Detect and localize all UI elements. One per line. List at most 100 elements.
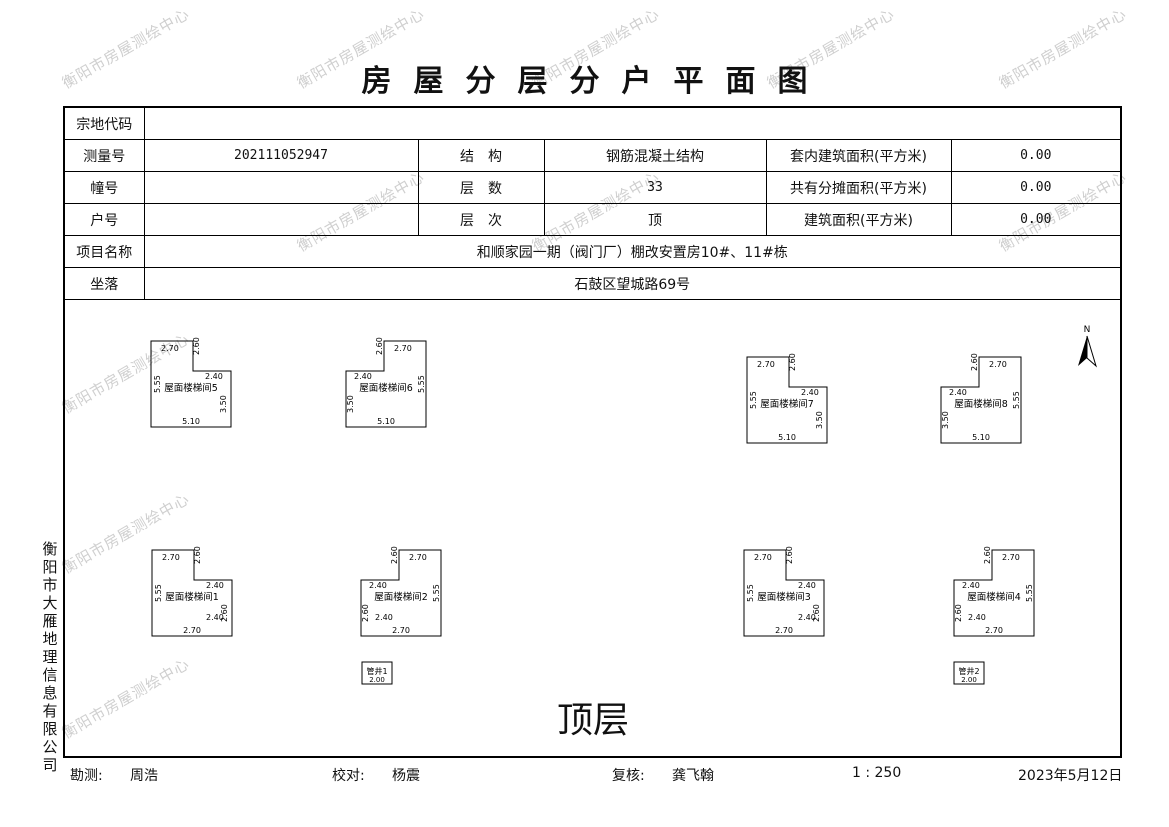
dimension-label: 2.40 xyxy=(798,613,816,622)
footer: 勘测: 周浩 校对: 杨震 复核: 龚飞翰 1 : 250 2023年5月12日 xyxy=(0,765,1169,785)
dimension-label: 2.60 xyxy=(983,546,992,564)
dimension-label: 2.40 xyxy=(949,388,967,397)
page-title: 房屋分层分户平面图 xyxy=(361,64,830,99)
table-row: 户号 层 次 顶 建筑面积(平方米) 0.00 xyxy=(65,203,1121,236)
pipe-well-label: 管井2 xyxy=(958,666,979,676)
dimension-label: 2.40 xyxy=(369,581,387,590)
dimension-label: 2.60 xyxy=(390,546,399,564)
floor-plan-area: 屋面楼梯间5 2.70 2.60 2.40 5.55 3.50 5.10 屋面楼梯间6 2.70… xyxy=(65,298,1120,756)
dimension-label: 2.60 xyxy=(954,604,963,622)
checker-name: 杨震 xyxy=(392,768,420,784)
dimension-label: 2.70 xyxy=(183,626,201,635)
dimension-label: 3.50 xyxy=(815,411,824,429)
dimension-label: 2.40 xyxy=(205,372,223,381)
drawing-frame: 宗地代码 测量号 202111052947 结 构 钢筋混凝土结构 套内建筑面积… xyxy=(63,106,1122,758)
dimension-label: 2.60 xyxy=(192,337,201,355)
dimension-label: 5.55 xyxy=(1025,584,1034,602)
survey-no-value: 202111052947 xyxy=(143,139,419,172)
table-row: 宗地代码 xyxy=(65,108,1121,140)
dimension-label: 2.40 xyxy=(968,613,986,622)
stair-room-label: 屋面楼梯间3 xyxy=(757,591,811,603)
north-arrow-icon xyxy=(1086,335,1097,368)
dimension-label: 2.40 xyxy=(962,581,980,590)
stair-room-outline xyxy=(746,356,828,444)
shared-area-value: 0.00 xyxy=(950,171,1121,204)
dimension-label: 2.40 xyxy=(375,613,393,622)
structure-value: 钢筋混凝土结构 xyxy=(543,139,767,172)
stair-room-label: 屋面楼梯间1 xyxy=(165,591,219,603)
date: 2023年5月12日 xyxy=(1018,768,1123,784)
dimension-label: 2.40 xyxy=(206,613,224,622)
build-area-label: 建筑面积(平方米) xyxy=(765,203,952,236)
dimension-label: 2.40 xyxy=(206,581,224,590)
stair-room-label: 屋面楼梯间7 xyxy=(760,398,814,410)
inner-area-label: 套内建筑面积(平方米) xyxy=(765,139,952,172)
unit-no-label: 户号 xyxy=(65,203,145,236)
dimension-label: 2.60 xyxy=(788,353,797,371)
project-value: 和顺家园一期（阀门厂）棚改安置房10#、11#栋 xyxy=(143,235,1121,268)
dimension-label: 2.70 xyxy=(162,553,180,562)
stair-room-outline xyxy=(743,549,825,637)
dimension-label: 5.55 xyxy=(749,391,758,409)
dimension-label: 2.70 xyxy=(409,553,427,562)
dimension-label: 5.55 xyxy=(1012,391,1021,409)
dimension-label: 5.55 xyxy=(746,584,755,602)
dimension-label: 2.40 xyxy=(354,372,372,381)
surveyor-name: 周浩 xyxy=(130,768,158,784)
table-row: 幢号 层 数 33 共有分摊面积(平方米) 0.00 xyxy=(65,171,1121,204)
location-label: 坐落 xyxy=(65,267,145,300)
scale: 1 : 250 xyxy=(852,765,902,781)
stair-room-outline xyxy=(953,549,1035,637)
dimension-label: 2.70 xyxy=(161,344,179,353)
stair-room-outline xyxy=(150,340,232,428)
stair-room-label: 屋面楼梯间6 xyxy=(359,382,413,394)
stair-room-outline xyxy=(360,549,442,637)
dimension-label: 3.50 xyxy=(219,395,228,413)
dimension-label: 2.70 xyxy=(754,553,772,562)
project-label: 项目名称 xyxy=(65,235,145,268)
dimension-label: 2.00 xyxy=(369,676,385,684)
reviewer-name: 龚飞翰 xyxy=(672,768,714,784)
unit-no-value xyxy=(143,203,419,236)
stair-room-label: 屋面楼梯间2 xyxy=(374,591,428,603)
location-value: 石鼓区望城路69号 xyxy=(143,267,1121,300)
dimension-label: 2.40 xyxy=(801,388,819,397)
dimension-label: 2.60 xyxy=(375,337,384,355)
pipe-well-outline xyxy=(953,661,985,685)
dimension-label: 2.60 xyxy=(970,353,979,371)
shared-area-label: 共有分摊面积(平方米) xyxy=(765,171,952,204)
dimension-label: 2.60 xyxy=(193,546,202,564)
land-code-label: 宗地代码 xyxy=(65,108,145,140)
dimension-label: 5.55 xyxy=(153,375,162,393)
dimension-label: 2.70 xyxy=(394,344,412,353)
dimension-label: 2.70 xyxy=(985,626,1003,635)
level-label: 层 次 xyxy=(417,203,545,236)
stair-room-outline xyxy=(151,549,233,637)
pipe-well-label: 管井1 xyxy=(366,666,387,676)
dimension-label: 2.70 xyxy=(757,360,775,369)
dimension-label: 2.40 xyxy=(798,581,816,590)
company-name: 衡阳市大雁地理信息有限公司 xyxy=(42,540,58,774)
build-area-value: 0.00 xyxy=(950,203,1121,236)
floor-plan-drawing: 屋面楼梯间5 2.70 2.60 2.40 5.55 3.50 5.10 屋面楼梯间6 2.70… xyxy=(150,325,1097,685)
stair-room-outline xyxy=(345,340,427,428)
dimension-label: 2.70 xyxy=(1002,553,1020,562)
stair-room-label: 屋面楼梯间5 xyxy=(164,382,218,394)
dimension-label: 5.55 xyxy=(154,584,163,602)
dimension-label: 3.50 xyxy=(941,411,950,429)
survey-no-label: 测量号 xyxy=(65,139,145,172)
table-row: 坐落 石鼓区望城路69号 xyxy=(65,267,1121,300)
dimension-label: 5.55 xyxy=(417,375,426,393)
pipe-well-outline xyxy=(361,661,393,685)
dimension-label: 2.70 xyxy=(775,626,793,635)
land-code-value xyxy=(143,108,1121,140)
dimension-label: 5.10 xyxy=(972,433,990,442)
dimension-label: 2.00 xyxy=(961,676,977,684)
dimension-label: 2.70 xyxy=(392,626,410,635)
dimension-label: 2.70 xyxy=(989,360,1007,369)
dimension-label: 5.10 xyxy=(377,417,395,426)
floor-label: 顶层 xyxy=(557,700,630,741)
dimension-label: 5.10 xyxy=(778,433,796,442)
stair-room-label: 屋面楼梯间8 xyxy=(954,398,1008,410)
floors-value: 33 xyxy=(543,171,767,204)
